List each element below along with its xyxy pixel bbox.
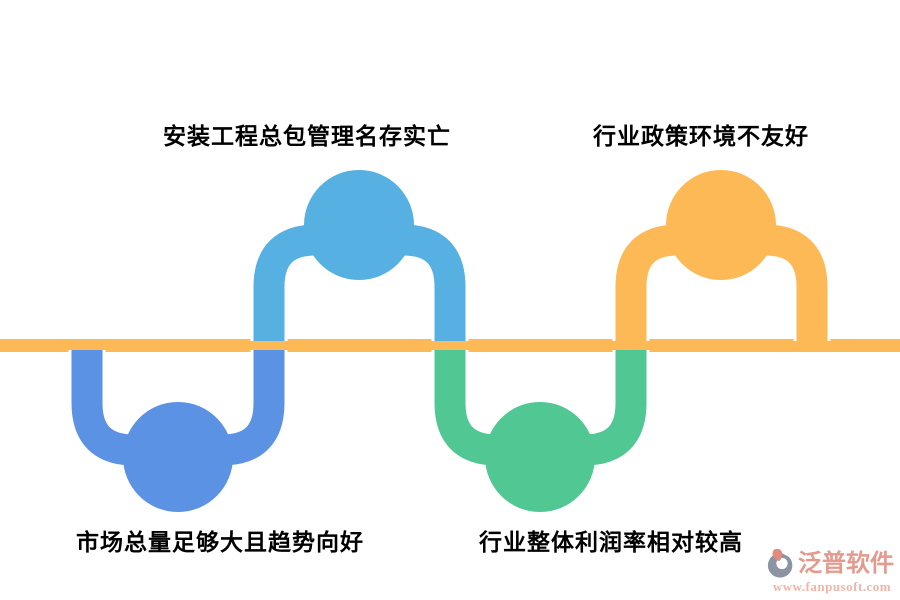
baseline [0, 339, 900, 352]
watermark-brand: 泛普软件 [798, 550, 894, 577]
wave-node-profit-margin-circle [485, 402, 595, 512]
logo-leaf [772, 548, 783, 562]
label-policy-env: 行业政策环境不友好 [593, 123, 809, 149]
label-market-size: 市场总量足够大且趋势向好 [76, 529, 364, 555]
watermark-url: www.fanpusoft.com [772, 579, 892, 594]
wave-node-policy-env-circle [666, 170, 776, 280]
fanpu-logo-icon [767, 548, 798, 578]
wave-node-management-circle [304, 170, 414, 280]
watermark: 泛普软件 www.fanpusoft.com [766, 548, 898, 595]
wave-node-market-size-circle [123, 402, 233, 512]
label-management: 安装工程总包管理名存实亡 [163, 123, 451, 149]
label-profit-margin: 行业整体利润率相对较高 [479, 529, 743, 555]
